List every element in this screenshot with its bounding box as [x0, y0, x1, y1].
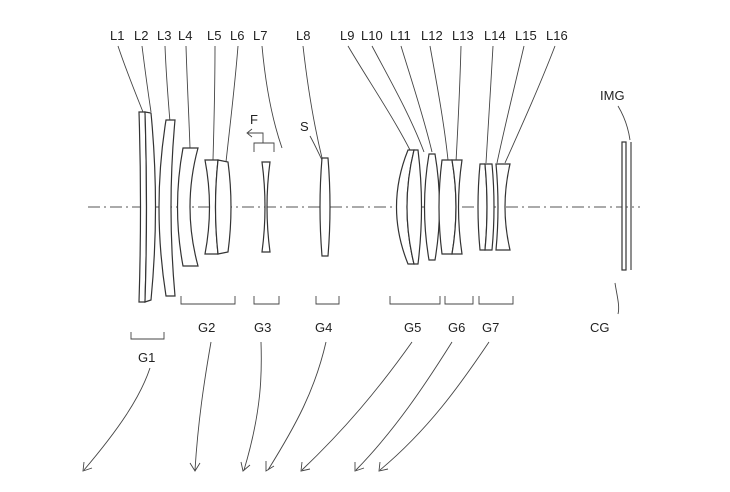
lens-L2 — [144, 111, 157, 303]
bracket-G5 — [389, 296, 441, 305]
group-label-G2: G2 — [198, 320, 215, 335]
image-label: IMG — [600, 88, 625, 103]
bracket-CG — [614, 282, 620, 315]
lens-L11 — [423, 153, 441, 261]
group-label-G3: G3 — [254, 320, 271, 335]
arrow-4-head — [265, 461, 275, 472]
lens-group-G2 — [176, 147, 232, 267]
group-labels: G1 G2 G3 G4 G5 G6 G7 CG — [138, 320, 610, 365]
label-L1: L1 — [110, 28, 124, 43]
label-L16: L16 — [546, 28, 568, 43]
label-L7: L7 — [253, 28, 267, 43]
label-L4: L4 — [178, 28, 192, 43]
label-L3: L3 — [157, 28, 171, 43]
arrow-5 — [301, 341, 413, 471]
label-L15: L15 — [515, 28, 537, 43]
bracket-G1 — [130, 332, 165, 340]
lens-group-G7 — [477, 163, 511, 251]
label-L12: L12 — [421, 28, 443, 43]
image-leader — [617, 105, 631, 141]
arrow-2-head — [189, 462, 201, 472]
label-L5: L5 — [207, 28, 221, 43]
group-brackets — [130, 282, 620, 340]
arrow-3 — [243, 341, 262, 471]
lens-L4 — [176, 147, 199, 267]
group-label-G7: G7 — [482, 320, 499, 335]
group-label-G4: G4 — [315, 320, 332, 335]
lens-L16 — [495, 163, 511, 251]
lens-group-G6 — [438, 159, 463, 255]
cover-glass-plate — [621, 141, 627, 271]
bracket-G4 — [315, 296, 340, 305]
lens-group-G5 — [395, 149, 441, 265]
lens-L7 — [261, 161, 271, 253]
group-label-CG: CG — [590, 320, 610, 335]
arrow-7 — [379, 341, 490, 471]
bracket-G2 — [180, 296, 236, 305]
bracket-G3 — [253, 296, 280, 305]
arrow-5-head — [300, 461, 311, 472]
lens-group-G4: S — [300, 119, 331, 257]
lens-L8 — [319, 157, 331, 257]
label-L6: L6 — [230, 28, 244, 43]
label-L2: L2 — [134, 28, 148, 43]
lens-L10 — [406, 149, 423, 265]
lens-group-G3: F — [246, 112, 275, 253]
group-label-G5: G5 — [404, 320, 421, 335]
label-L13: L13 — [452, 28, 474, 43]
label-L9: L9 — [340, 28, 354, 43]
leader-lines — [117, 45, 556, 164]
label-L8: L8 — [296, 28, 310, 43]
arrow-2 — [194, 341, 212, 471]
arrow-1-head — [82, 461, 93, 472]
focus-label: F — [250, 112, 258, 127]
bottom-arrows — [82, 341, 490, 472]
focus-bracket — [253, 142, 275, 152]
label-L10: L10 — [361, 28, 383, 43]
arrow-6-head — [354, 462, 365, 472]
lens-L15 — [484, 163, 495, 251]
arrow-6 — [355, 341, 453, 471]
bracket-G7 — [478, 296, 514, 305]
group-label-G6: G6 — [448, 320, 465, 335]
lens-L6 — [214, 159, 232, 255]
arrow-7-head — [378, 461, 389, 472]
group-label-G1: G1 — [138, 350, 155, 365]
label-L11: L11 — [390, 28, 411, 43]
arrow-4 — [267, 341, 327, 471]
lens-labels: L1 L2 L3 L4 L5 L6 L7 L8 L9 L10 L11 L12 L… — [110, 28, 568, 43]
lens-L3 — [158, 119, 176, 297]
lens-group-G1 — [138, 111, 176, 303]
lens-L13 — [451, 159, 463, 255]
focus-arrow-head — [246, 128, 253, 138]
stop-label: S — [300, 119, 309, 134]
focus-arrow — [248, 132, 264, 143]
arrow-3-head — [240, 461, 251, 472]
label-L14: L14 — [484, 28, 506, 43]
cover-glass: IMG — [600, 88, 632, 271]
bracket-G6 — [444, 296, 474, 305]
stop-leader — [309, 135, 323, 161]
arrow-1 — [83, 367, 151, 471]
